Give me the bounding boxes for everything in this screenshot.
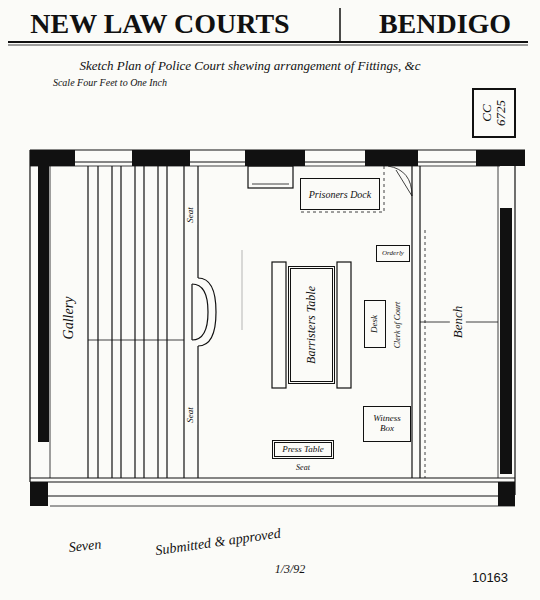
drawing-number: 10163	[472, 571, 508, 585]
signature: Seven	[68, 537, 102, 556]
table-box: Barristers Table	[288, 266, 335, 384]
box-label: Prisoners Dock	[309, 189, 372, 200]
bench-label: Bench	[450, 304, 466, 340]
box-label: CC 6725	[480, 96, 509, 130]
box-label: Barristers Table	[305, 286, 318, 364]
scale-note: Scale Four Feet to One Inch	[53, 77, 167, 88]
seat-label: Seat	[185, 405, 197, 425]
orderly-box: Orderly	[376, 245, 410, 262]
seat-label: Seat	[185, 205, 197, 225]
witness-box: Witness Box	[363, 406, 411, 442]
gallery-label: Gallery	[60, 295, 77, 342]
dock-box: Prisoners Dock	[300, 178, 380, 210]
archive-stamp: CC 6725	[472, 88, 516, 138]
subtitle: Sketch Plan of Police Court shewing arra…	[80, 59, 421, 73]
date-note: 1/3/92	[275, 563, 306, 576]
approval-note: Submitted & approved	[154, 526, 281, 559]
place-name: BENDIGO	[379, 9, 511, 40]
seat-label: Seat	[296, 464, 310, 473]
title: NEW LAW COURTS	[30, 9, 289, 40]
box-label: Press Table	[282, 445, 324, 455]
clerk-label: Clerk of Court	[394, 302, 403, 349]
box-label: Witness Box	[367, 414, 407, 434]
desk-box: Desk	[364, 300, 386, 348]
box-label: Orderly	[382, 250, 404, 258]
press-table: Press Table	[272, 440, 334, 459]
box-label: Desk	[370, 315, 380, 333]
